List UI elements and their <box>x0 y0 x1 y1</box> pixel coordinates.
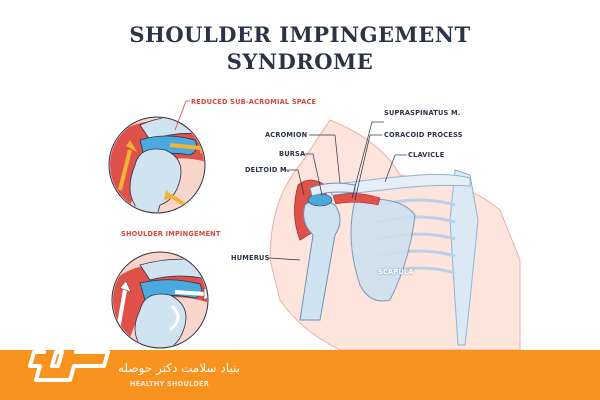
impingement-inset <box>108 100 206 214</box>
label-acromion: ACROMION <box>265 131 308 139</box>
brand-name: بنیاد سلامت دکتر حوصله <box>118 361 240 375</box>
healthy-inset <box>111 251 209 349</box>
label-deltoid: DELTOID M. <box>245 166 290 174</box>
label-bursa: BURSA <box>279 150 306 158</box>
label-shoulder-impingement: SHOULDER IMPINGEMENT <box>121 230 221 238</box>
brand-banner <box>0 350 600 400</box>
label-reduced-subacromial-space: REDUCED SUB-ACROMIAL SPACE <box>191 98 317 106</box>
title-line-2: SYNDROME <box>226 49 374 74</box>
leader-lines <box>268 121 407 261</box>
title-line-1: SHOULDER IMPINGEMENT <box>129 22 471 47</box>
label-healthy-shoulder: HEALTHY SHOULDER <box>130 380 210 388</box>
label-coracoid-process: CORACOID PROCESS <box>384 131 463 139</box>
label-supraspinatus: SUPRASPINATUS M. <box>384 109 461 117</box>
label-clavicle: CLAVICLE <box>408 151 445 159</box>
label-humerus: HUMERUS <box>231 254 270 262</box>
shoulder-figure <box>269 119 521 351</box>
label-scapula: SCAPULA <box>378 268 414 276</box>
